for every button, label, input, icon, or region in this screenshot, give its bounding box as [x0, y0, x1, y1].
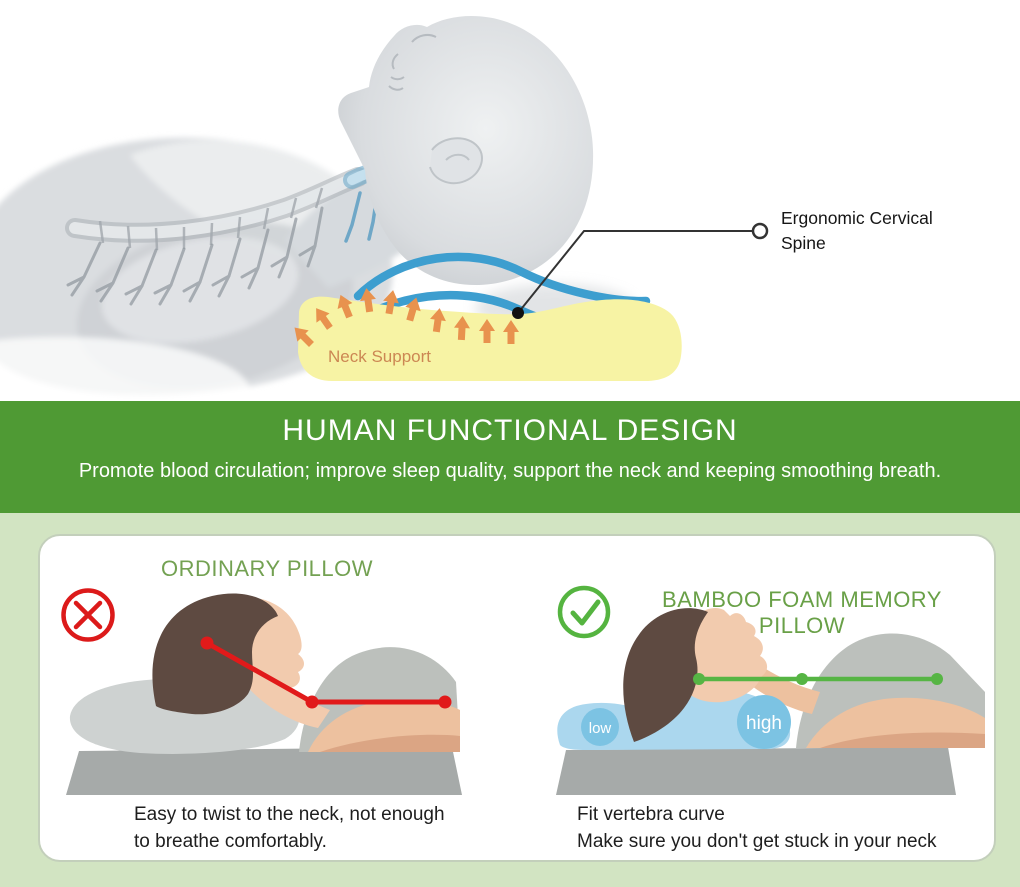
hero-sleeping-figure: Neck Support	[0, 15, 769, 447]
face-lines	[388, 53, 405, 91]
cervical-spine-highlight	[343, 160, 438, 260]
callout-label: Ergonomic Cervical Spine	[781, 208, 933, 253]
head-shadow	[475, 284, 635, 332]
banner: HUMAN FUNCTIONAL DESIGN Promote blood ci…	[0, 401, 1020, 513]
figure-head	[338, 15, 594, 286]
banner-subtitle: Promote blood circulation; improve sleep…	[78, 460, 942, 482]
banner-title: HUMAN FUNCTIONAL DESIGN	[282, 414, 738, 447]
ordinary-pillow-title: ORDINARY PILLOW	[160, 556, 374, 581]
neck-support-arrows	[288, 287, 519, 351]
callout-anchor-dot	[512, 307, 524, 319]
contour-pillow: Neck Support	[288, 287, 682, 381]
ordinary-pillow-caption: Easy to twist to the neck, not enough to…	[134, 804, 445, 852]
ear	[429, 137, 483, 185]
brow-line	[411, 33, 437, 43]
thoracic-spine	[65, 167, 368, 306]
callout-leader	[512, 222, 769, 319]
neck-support-label: Neck Support	[328, 347, 431, 366]
memory-pillow-caption: Fit vertebra curve Make sure you don't g…	[577, 804, 937, 852]
memory-pillow-title: BAMBOO FOAM MEMORY PILLOW	[662, 587, 942, 638]
spinous-processes	[66, 206, 324, 306]
support-curve-swoosh	[331, 252, 671, 343]
callout-end-circle	[751, 222, 769, 240]
contour-pillow-shape	[298, 296, 682, 381]
